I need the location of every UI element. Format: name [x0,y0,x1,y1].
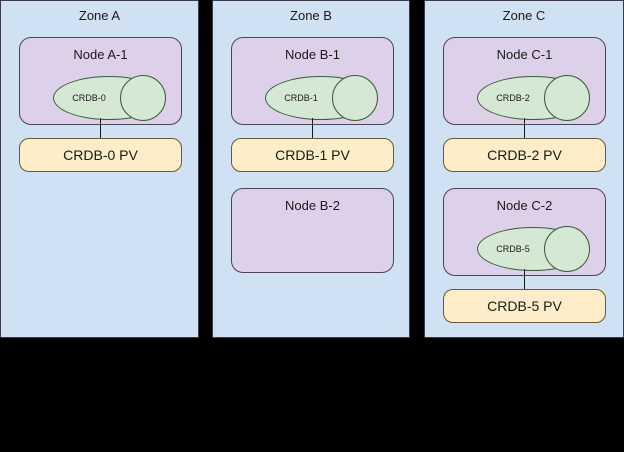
connector-node-a-1-to-crdb-0-pv [100,118,101,140]
zone-a-container: Zone A Node A-1 CRDB-0 CRDB-0 PV [0,0,199,338]
zone-c-title: Zone C [502,8,546,23]
pod-crdb-1[interactable]: CRDB-1 [265,75,378,121]
pod-crdb-1-cap [332,75,378,121]
pv-crdb-0-label: CRDB-0 PV [63,147,138,163]
node-a-1[interactable]: Node A-1 CRDB-0 [19,37,182,125]
connector-node-b-1-to-crdb-1-pv [312,118,313,140]
connector-node-c-2-to-crdb-5-pv [524,269,525,291]
zone-a-title: Zone A [78,8,121,23]
pod-crdb-2-cap [544,75,590,121]
node-c-1-label: Node C-1 [496,47,553,62]
pod-crdb-5-cap [544,226,590,272]
pv-crdb-2[interactable]: CRDB-2 PV [443,138,606,172]
pv-crdb-5-label: CRDB-5 PV [487,298,562,314]
pv-crdb-5[interactable]: CRDB-5 PV [443,289,606,323]
node-b-2-label: Node B-2 [285,198,340,213]
pod-crdb-5[interactable]: CRDB-5 [477,226,590,272]
node-b-1-label: Node B-1 [285,47,340,62]
node-c-1[interactable]: Node C-1 CRDB-2 [443,37,606,125]
pod-crdb-0[interactable]: CRDB-0 [53,75,166,121]
node-a-1-label: Node A-1 [73,47,128,62]
pod-crdb-2[interactable]: CRDB-2 [477,75,590,121]
node-c-2-label: Node C-2 [496,198,553,213]
node-c-2[interactable]: Node C-2 CRDB-5 [443,188,606,276]
connector-node-c-1-to-crdb-2-pv [524,118,525,140]
pv-crdb-1[interactable]: CRDB-1 PV [231,138,394,172]
zone-c-container: Zone C Node C-1 CRDB-2 CRDB-2 PV Node C-… [424,0,624,338]
pv-crdb-0[interactable]: CRDB-0 PV [19,138,182,172]
node-b-1[interactable]: Node B-1 CRDB-1 [231,37,394,125]
zone-b-container: Zone B Node B-1 CRDB-1 CRDB-1 PV Node B-… [212,0,410,338]
pv-crdb-1-label: CRDB-1 PV [275,147,350,163]
pv-crdb-2-label: CRDB-2 PV [487,147,562,163]
node-b-2[interactable]: Node B-2 [231,188,394,273]
pod-crdb-0-cap [120,75,166,121]
zone-b-title: Zone B [290,8,332,23]
